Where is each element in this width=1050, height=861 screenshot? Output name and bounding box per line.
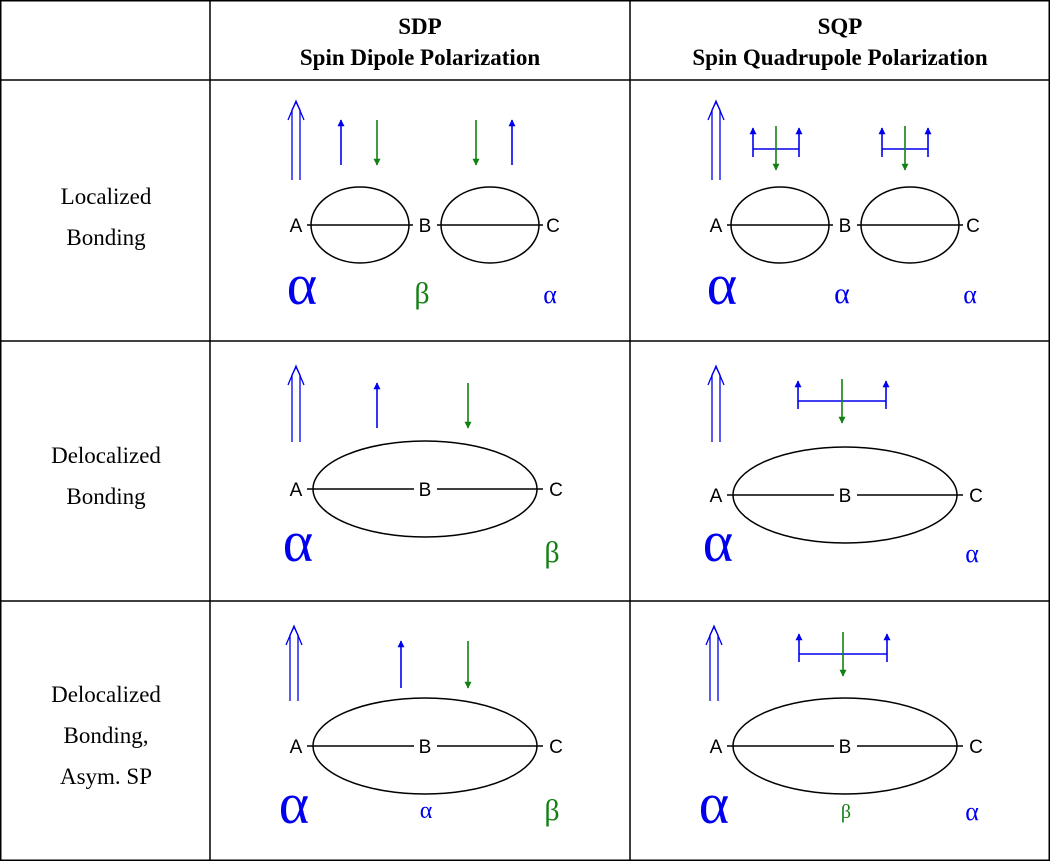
- row-label-delocalized-line2: Bonding: [66, 484, 146, 509]
- spin-label-alpha: α: [699, 771, 729, 836]
- atom-label-b: B: [839, 486, 852, 507]
- spin-label-alpha: α: [703, 509, 733, 574]
- large-spin-up-arrow: [287, 364, 305, 442]
- spin-label-beta: β: [414, 277, 429, 310]
- atom-label-a: A: [710, 486, 723, 507]
- row-label-delocalized-line1: Delocalized: [51, 443, 161, 468]
- spin-label-alpha: α: [834, 277, 850, 310]
- diagram-cell-sdp-row2: A B Cα β: [283, 364, 563, 574]
- diagram-cell-sqp-row1: A B Cα α α: [707, 99, 980, 317]
- atom-label-a: A: [290, 480, 303, 501]
- row-label-asym-line3: Asym. SP: [60, 764, 152, 789]
- atom-label-a: A: [710, 216, 723, 237]
- spin-label-alpha: α: [543, 280, 557, 309]
- spin-label-alpha: α: [965, 797, 979, 826]
- double-arrow-shaft: [711, 100, 721, 180]
- atom-label-c: C: [546, 216, 560, 237]
- large-spin-up-arrow: [707, 364, 725, 442]
- spin-label-beta: β: [544, 794, 559, 827]
- atom-label-b: B: [839, 216, 852, 237]
- row-label-localized-line1: Localized: [61, 184, 152, 209]
- atom-label-c: C: [969, 737, 983, 758]
- atom-label-c: C: [549, 737, 563, 758]
- spin-label-alpha: α: [707, 252, 737, 317]
- double-arrow-shaft: [289, 625, 299, 701]
- row-label-asym-line2: Bonding,: [64, 723, 149, 748]
- large-spin-up-arrow: [287, 99, 305, 180]
- diagram-cell-sqp-row2: A B Cα α: [703, 364, 983, 574]
- double-arrow-head: [705, 624, 723, 646]
- atom-label-b: B: [419, 737, 432, 758]
- atom-label-c: C: [969, 486, 983, 507]
- double-arrow-shaft: [291, 100, 301, 180]
- row-label-localized-line2: Bonding: [66, 225, 146, 250]
- double-arrow-head: [287, 99, 305, 121]
- double-arrow-shaft: [711, 365, 721, 442]
- atom-label-c: C: [549, 480, 563, 501]
- spin-quadrupole-symbol: [794, 379, 890, 424]
- large-spin-up-arrow: [707, 99, 725, 180]
- atom-label-a: A: [290, 737, 303, 758]
- spin-label-beta: β: [544, 536, 559, 569]
- spin-label-alpha: α: [283, 509, 313, 574]
- spin-quadrupole-symbol: [795, 632, 891, 677]
- atom-label-b: B: [839, 737, 852, 758]
- atom-label-c: C: [966, 216, 980, 237]
- header-sdp-title: Spin Dipole Polarization: [300, 45, 540, 70]
- double-arrow-head: [707, 364, 725, 386]
- spin-label-alpha: α: [287, 252, 317, 317]
- double-arrow-head: [285, 624, 303, 646]
- spin-label-alpha: α: [420, 798, 433, 824]
- row-label-asym-line1: Delocalized: [51, 682, 161, 707]
- double-arrow-shaft: [709, 625, 719, 701]
- large-spin-up-arrow: [285, 624, 303, 701]
- diagram-cell-sdp-row3: A B Cα α β: [279, 624, 563, 836]
- spin-label-alpha: α: [963, 280, 977, 309]
- spin-label-alpha: α: [965, 539, 979, 568]
- diagram-cell-sdp-row1: A B Cα β α: [287, 99, 560, 317]
- spin-label-beta: β: [841, 801, 851, 823]
- atom-label-b: B: [419, 216, 432, 237]
- spin-quadrupole-symbol: [749, 126, 803, 171]
- spin-quadrupole-symbol: [878, 126, 932, 171]
- atom-label-a: A: [710, 737, 723, 758]
- spin-label-alpha: α: [279, 771, 309, 836]
- atom-label-b: B: [419, 480, 432, 501]
- double-arrow-shaft: [291, 365, 301, 442]
- header-sdp-abbrev: SDP: [398, 14, 441, 39]
- atom-label-a: A: [290, 216, 303, 237]
- header-sqp-abbrev: SQP: [818, 14, 863, 39]
- header-sqp-title: Spin Quadrupole Polarization: [692, 45, 987, 70]
- double-arrow-head: [287, 364, 305, 386]
- double-arrow-head: [707, 99, 725, 121]
- large-spin-up-arrow: [705, 624, 723, 701]
- diagram-cell-sqp-row3: A B Cα β α: [699, 624, 983, 836]
